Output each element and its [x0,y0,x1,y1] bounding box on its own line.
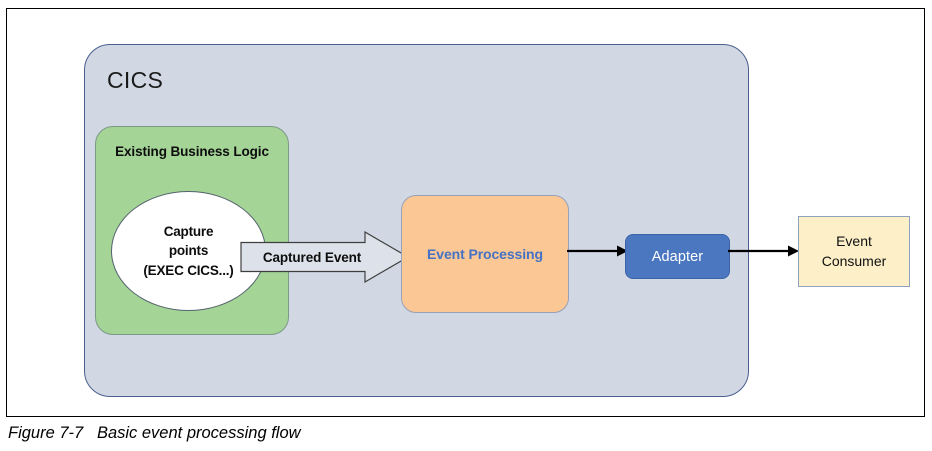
block-arrow-icon [240,231,410,283]
captured-event-block-arrow: Captured Event [240,231,410,283]
captured-event-label: Captured Event [262,249,362,265]
existing-business-logic-label: Existing Business Logic [115,144,269,159]
arrow-right-icon [728,245,799,257]
capture-points-ellipse: Capture points (EXEC CICS...) [111,191,266,311]
cics-label: CICS [107,67,164,93]
connector-event-processing-to-adapter [567,244,629,263]
arrow-right-icon [567,245,628,257]
event-processing-label: Event Processing [427,246,543,262]
event-consumer-label: Event Consumer [821,232,887,269]
adapter-label: Adapter [651,248,704,265]
connector-adapter-to-event-consumer [728,244,800,263]
adapter-box: Adapter [625,234,730,279]
capture-points-label: Capture points (EXEC CICS...) [143,223,234,278]
figure-caption: Figure 7-7 Basic event processing flow [8,424,301,442]
event-consumer-box: Event Consumer [798,216,910,287]
figure-frame: CICS Existing Business Logic Capture poi… [6,8,925,417]
event-processing-box: Event Processing [401,195,569,313]
